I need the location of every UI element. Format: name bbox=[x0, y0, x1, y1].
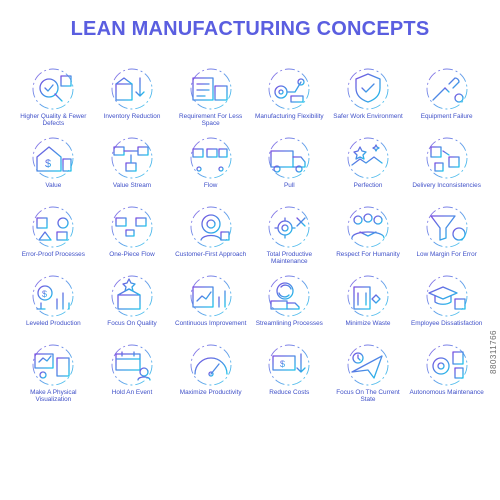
concept-label: Minimize Waste bbox=[345, 320, 391, 327]
concept-label: Value bbox=[45, 182, 62, 189]
concept-label: Safer Work Environment bbox=[333, 113, 403, 120]
concept-label: Equipment Failure bbox=[420, 113, 473, 120]
page-title: LEAN MANUFACTURING CONCEPTS bbox=[70, 18, 430, 40]
funnel-warning-icon bbox=[426, 206, 468, 248]
concept-label: Requirement For Less Space bbox=[179, 113, 243, 128]
concept-label: Focus On The Current State bbox=[336, 389, 400, 404]
svg-text:$: $ bbox=[280, 359, 285, 369]
concept-tile: Equipment Failure bbox=[407, 66, 486, 134]
concept-label: Inventory Reduction bbox=[103, 113, 161, 120]
conveyor-flow-icon bbox=[190, 137, 232, 179]
money-arrow-down-icon: $ bbox=[268, 344, 310, 386]
calendar-presentation-icon bbox=[111, 344, 153, 386]
concept-tile: Flow bbox=[171, 135, 250, 203]
building-blueprint-icon bbox=[190, 68, 232, 110]
concept-label: Continuous Improvement bbox=[174, 320, 247, 327]
shield-check-icon bbox=[347, 68, 389, 110]
warehouse-down-arrow-icon bbox=[111, 68, 153, 110]
concept-label: Hold An Event bbox=[111, 389, 153, 396]
concept-tile: Error-Proof Processes bbox=[14, 204, 93, 272]
flowchart-arrows-icon bbox=[111, 137, 153, 179]
concept-tile: Employee Dissatisfaction bbox=[407, 273, 486, 341]
recycle-bin-icon bbox=[347, 275, 389, 317]
concept-label: Value Stream bbox=[112, 182, 152, 189]
target-customer-icon bbox=[190, 206, 232, 248]
concept-tile: Hold An Event bbox=[93, 342, 172, 410]
handshake-stars-icon bbox=[347, 137, 389, 179]
concept-tile: Inventory Reduction bbox=[93, 66, 172, 134]
concept-tile: Make A Physical Visualization bbox=[14, 342, 93, 410]
concept-tile: $ Reduce Costs bbox=[250, 342, 329, 410]
concept-tile: Manufacturing Flexibility bbox=[250, 66, 329, 134]
concept-tile: $ Leveled Production bbox=[14, 273, 93, 341]
gear-tools-icon bbox=[268, 206, 310, 248]
svg-text:$: $ bbox=[42, 289, 47, 299]
magnifier-check-icon bbox=[32, 68, 74, 110]
concept-tile: Focus On The Current State bbox=[329, 342, 408, 410]
concept-tile: One-Piece Flow bbox=[93, 204, 172, 272]
concept-label: Maximize Productivity bbox=[179, 389, 242, 396]
concept-label: Low Margin For Error bbox=[416, 251, 477, 258]
concept-tile: Respect For Humanity bbox=[329, 204, 408, 272]
concept-label: Streamlining Processes bbox=[255, 320, 323, 327]
concept-tile: Streamlining Processes bbox=[250, 273, 329, 341]
delivery-truck-icon bbox=[268, 137, 310, 179]
concept-label: Leveled Production bbox=[25, 320, 81, 327]
single-item-conveyor-icon bbox=[111, 206, 153, 248]
shapes-puzzle-icon bbox=[32, 206, 74, 248]
plane-compass-icon bbox=[347, 344, 389, 386]
robot-arm-gears-icon bbox=[268, 68, 310, 110]
concept-label: Customer-First Approach bbox=[175, 251, 247, 258]
cycle-truck-icon bbox=[268, 275, 310, 317]
broken-wrench-icon bbox=[426, 68, 468, 110]
gear-robot-icon bbox=[426, 344, 468, 386]
concept-tile: Value Stream bbox=[93, 135, 172, 203]
concept-tile: Customer-First Approach bbox=[171, 204, 250, 272]
concept-label: Employee Dissatisfaction bbox=[410, 320, 483, 327]
team-handshake-icon bbox=[347, 206, 389, 248]
concept-tile: Maximize Productivity bbox=[171, 342, 250, 410]
concept-label: Perfection bbox=[353, 182, 383, 189]
concept-tile: Total Productive Maintenance bbox=[250, 204, 329, 272]
concept-tile: Requirement For Less Space bbox=[171, 66, 250, 134]
concept-label: Focus On Quality bbox=[107, 320, 157, 327]
concept-label: Delivery Inconsistencies bbox=[412, 182, 481, 189]
concept-tile: $ Value bbox=[14, 135, 93, 203]
concept-label: Pull bbox=[283, 182, 295, 189]
house-dollar-icon: $ bbox=[32, 137, 74, 179]
concept-tile: Pull bbox=[250, 135, 329, 203]
concept-tile: Focus On Quality bbox=[93, 273, 172, 341]
concept-label: Error-Proof Processes bbox=[21, 251, 85, 258]
concept-label: Higher Quality & Fewer Defects bbox=[20, 113, 87, 128]
concept-label: One-Piece Flow bbox=[109, 251, 155, 258]
box-star-icon bbox=[111, 275, 153, 317]
concept-tile: Low Margin For Error bbox=[407, 204, 486, 272]
speedometer-chart-icon bbox=[190, 344, 232, 386]
concept-label: Flow bbox=[203, 182, 218, 189]
boxes-scatter-icon bbox=[426, 137, 468, 179]
icon-grid: Higher Quality & Fewer Defects Inventory … bbox=[14, 66, 486, 410]
concept-label: Manufacturing Flexibility bbox=[255, 113, 324, 120]
visual-board-icon bbox=[32, 344, 74, 386]
concept-label: Respect For Humanity bbox=[336, 251, 400, 258]
concept-label: Autonomous Maintenance bbox=[409, 389, 484, 396]
concept-tile: Higher Quality & Fewer Defects bbox=[14, 66, 93, 134]
chart-growth-icon bbox=[190, 275, 232, 317]
coins-balance-icon: $ bbox=[32, 275, 74, 317]
concept-label: Make A Physical Visualization bbox=[30, 389, 77, 404]
svg-text:$: $ bbox=[45, 158, 51, 170]
concept-label: Reduce Costs bbox=[269, 389, 310, 396]
concept-tile: Safer Work Environment bbox=[329, 66, 408, 134]
concept-tile: Delivery Inconsistencies bbox=[407, 135, 486, 203]
concept-tile: Continuous Improvement bbox=[171, 273, 250, 341]
concept-tile: Perfection bbox=[329, 135, 408, 203]
graduation-cap-sad-icon bbox=[426, 275, 468, 317]
stock-id-watermark: 880311766 bbox=[489, 330, 498, 374]
concept-label: Total Productive Maintenance bbox=[266, 251, 313, 266]
concept-tile: Autonomous Maintenance bbox=[407, 342, 486, 410]
concept-tile: Minimize Waste bbox=[329, 273, 408, 341]
